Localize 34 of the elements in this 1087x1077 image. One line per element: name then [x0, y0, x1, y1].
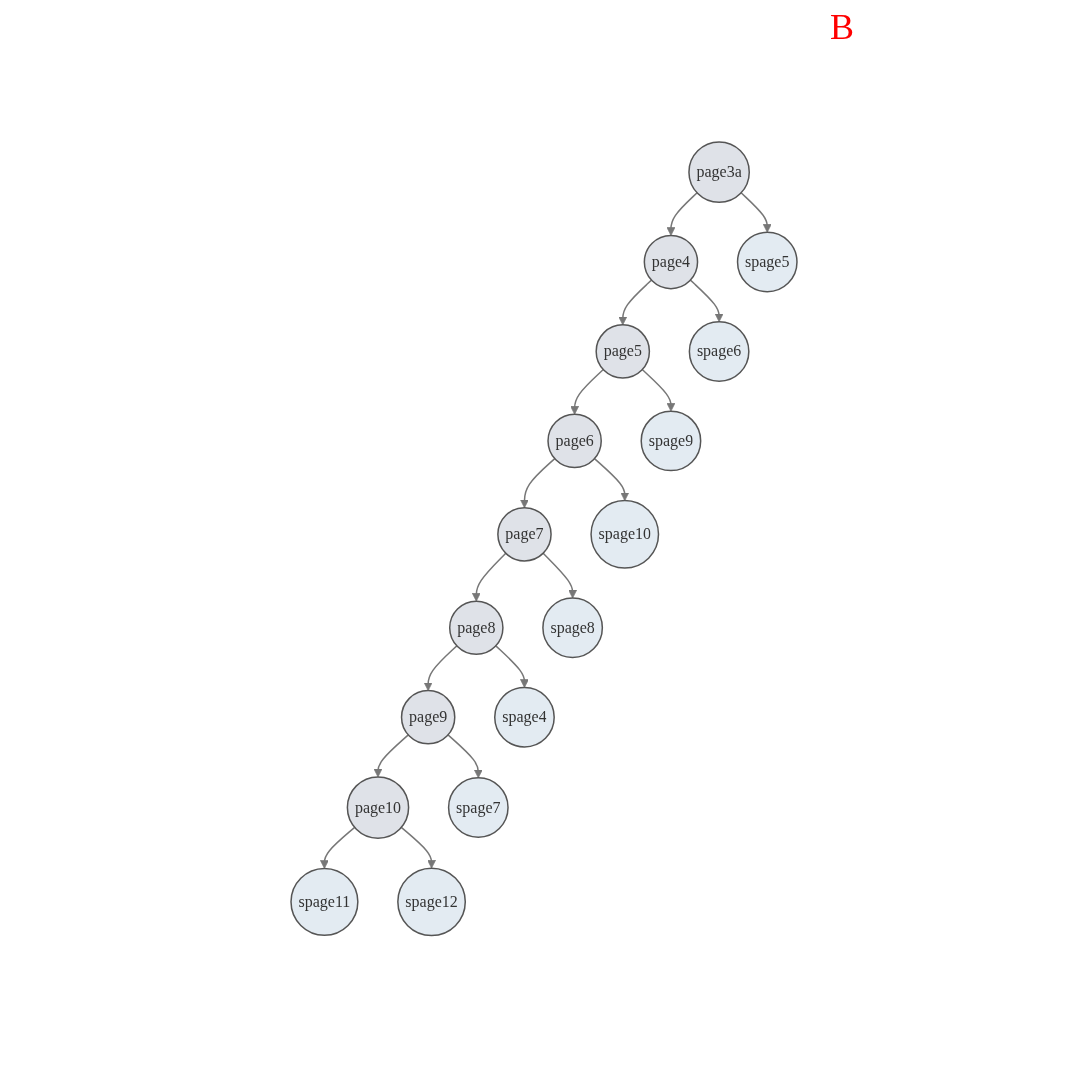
arrow [446, 733, 483, 778]
arrow [400, 826, 436, 869]
arrow [569, 368, 604, 415]
arrow [519, 457, 555, 508]
arrow [471, 552, 506, 602]
node-circle: spage5 [736, 231, 798, 293]
node-circle: page9 [400, 689, 455, 745]
node-circle: spage4 [493, 686, 555, 748]
node-circle: page5 [594, 323, 650, 379]
node-circle: page3a [687, 140, 750, 203]
arrow [373, 733, 409, 778]
node-circle: page10 [346, 775, 409, 839]
node-circle: page8 [448, 600, 504, 655]
arrow [617, 279, 652, 325]
arrow [319, 826, 355, 869]
arrow [593, 457, 629, 501]
node-circle: page6 [546, 413, 602, 468]
diagram-letter: B [830, 6, 854, 48]
arrow [541, 552, 577, 599]
node-circle: page7 [496, 506, 552, 562]
node-circle: spage8 [541, 597, 603, 658]
arrow [423, 644, 458, 691]
node-circle: page4 [643, 234, 698, 290]
node-circle: spage6 [688, 320, 750, 382]
arrow [739, 191, 772, 233]
arrow [689, 279, 723, 322]
arrow [666, 191, 698, 236]
arrow [494, 644, 529, 688]
node-circle: spage11 [289, 867, 359, 936]
node-circle: spage10 [589, 499, 659, 569]
node-circle: spage9 [640, 410, 701, 472]
node-circle: spage7 [447, 776, 509, 838]
arrow [641, 368, 675, 412]
node-circle: spage12 [396, 867, 466, 937]
